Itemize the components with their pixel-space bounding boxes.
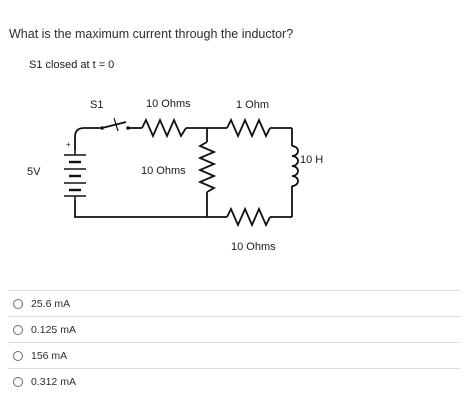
answer-option-label: 0.312 mA: [31, 376, 76, 388]
answer-option-label: 25.6 mA: [31, 298, 71, 310]
answer-option-4[interactable]: 0.312 mA: [8, 368, 460, 395]
switch-s1-label: S1: [90, 99, 103, 111]
answer-option-1[interactable]: 25.6 mA: [8, 290, 460, 317]
resistor-bottom-label: 10 Ohms: [231, 241, 276, 253]
circuit-diagram: S1 closed at t = 0 S1 10 Ohms 1 Ohm 10 H…: [27, 59, 323, 253]
answer-option-label: 0.125 mA: [31, 324, 76, 336]
radio-button-icon[interactable]: [13, 325, 23, 335]
resistor-bottom: [226, 206, 271, 228]
switch-s1: [100, 117, 130, 132]
resistor-top-right: [226, 117, 271, 139]
radio-button-icon[interactable]: [13, 377, 23, 387]
switch-closed-note: S1 closed at t = 0: [29, 59, 114, 71]
resistor-top-left: [141, 117, 187, 139]
svg-text:+: +: [66, 140, 71, 149]
inductor: [291, 145, 299, 187]
radio-button-icon[interactable]: [13, 351, 23, 361]
answer-option-3[interactable]: 156 mA: [8, 342, 460, 369]
resistor-middle: [197, 141, 217, 193]
wire-left-top: [74, 127, 100, 150]
resistor-middle-label: 10 Ohms: [141, 165, 186, 177]
battery-label: 5V: [27, 166, 41, 178]
question-text: What is the maximum current through the …: [9, 27, 294, 41]
resistor-top-right-label: 1 Ohm: [236, 99, 269, 111]
answer-option-label: 156 mA: [31, 350, 68, 362]
radio-button-icon[interactable]: [13, 299, 23, 309]
answer-option-2[interactable]: 0.125 mA: [8, 316, 460, 343]
resistor-top-left-label: 10 Ohms: [146, 98, 191, 110]
inductor-label: 10 H: [300, 154, 323, 166]
wire-bottom-left: [74, 200, 207, 218]
battery: +: [64, 140, 86, 200]
